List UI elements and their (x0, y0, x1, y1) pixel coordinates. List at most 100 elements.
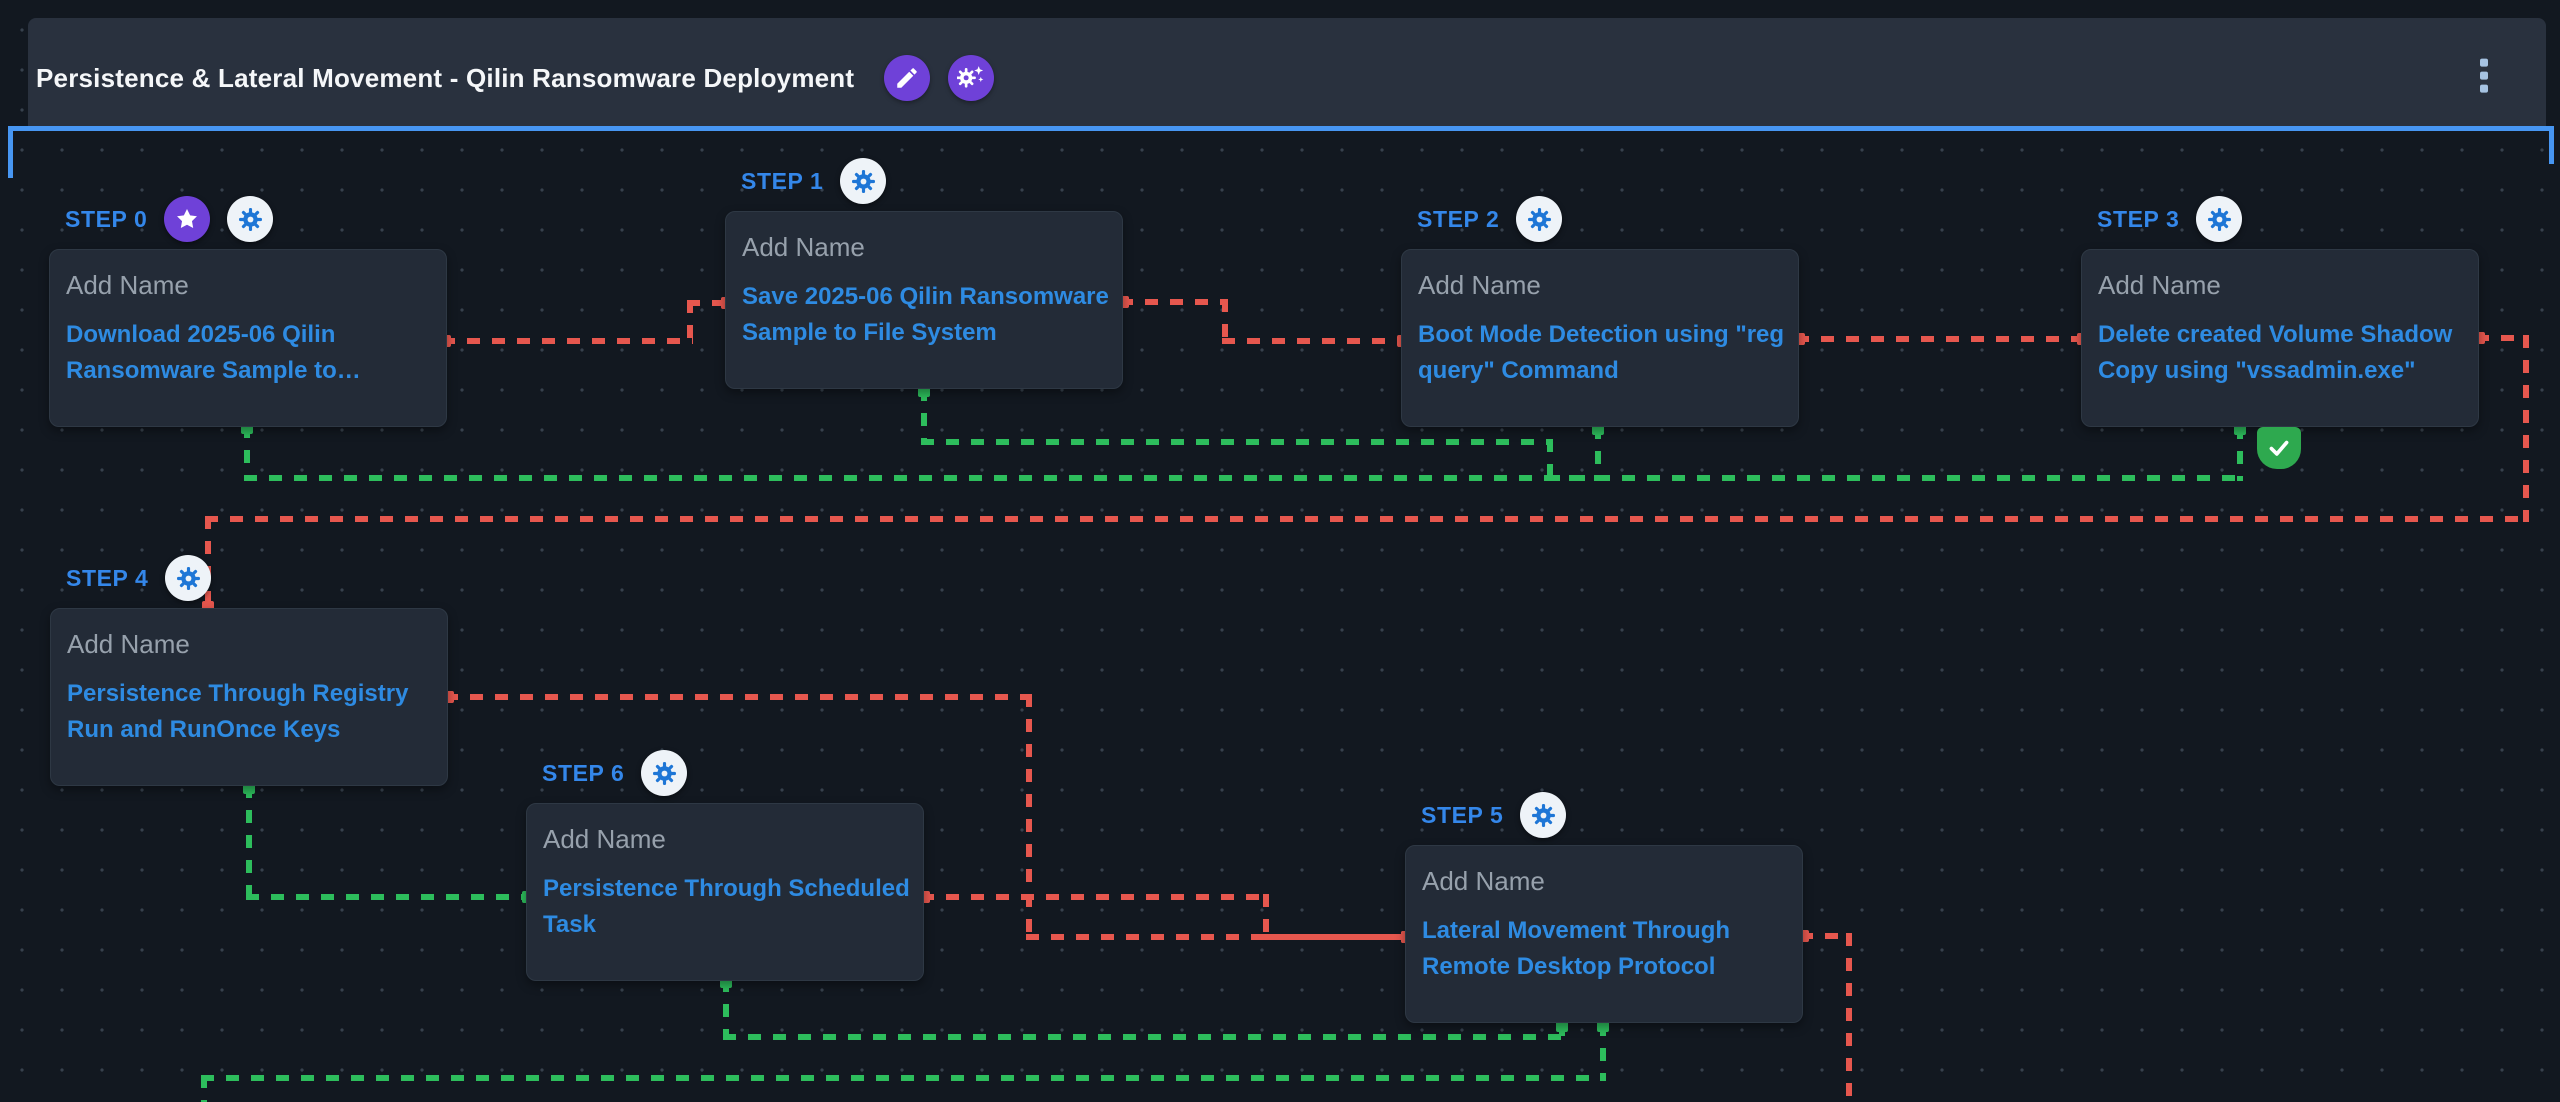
connector-segment-failure (442, 338, 693, 344)
step-label: STEP 5 (1421, 801, 1504, 828)
step-settings-button[interactable] (1516, 196, 1563, 242)
step-command-link[interactable]: Lateral Movement Through Remote Desktop … (1422, 917, 1731, 980)
more-options-menu-button[interactable] (2474, 53, 2494, 99)
step-command-link[interactable]: Persistence Through Registry Run and Run… (67, 680, 409, 743)
step-card[interactable]: Add Name Persistence Through Scheduled T… (526, 803, 924, 981)
check-icon (2266, 427, 2292, 461)
step-header: STEP 4 (66, 555, 212, 601)
step-card[interactable]: Add Name Lateral Movement Through Remote… (1405, 845, 1803, 1023)
step-card[interactable]: Add Name Save 2025-06 Qilin Ransomware S… (725, 211, 1123, 389)
pencil-icon (894, 65, 920, 91)
gear-icon (2206, 206, 2233, 233)
connector-port (1556, 1020, 1568, 1032)
step-command-link[interactable]: Boot Mode Detection using "reg query" Co… (1418, 321, 1785, 384)
connector-segment-failure (205, 516, 211, 610)
workflow-title: Persistence & Lateral Movement - Qilin R… (36, 62, 855, 93)
step-settings-button[interactable] (641, 750, 688, 796)
connector-segment-failure (687, 300, 693, 344)
workflow-header: Persistence & Lateral Movement - Qilin R… (28, 18, 2546, 126)
workflow-ai-settings-button[interactable] (948, 55, 995, 101)
step-label: STEP 3 (2097, 205, 2180, 232)
connector-segment-failure (1800, 933, 1852, 939)
step-name-placeholder[interactable]: Add Name (66, 270, 189, 300)
connector-segment-success (246, 894, 531, 900)
connector-segment-failure (1026, 694, 1032, 940)
step-node-3[interactable]: STEP 3 Add Name Delete created Volume Sh… (2081, 196, 2479, 469)
step-node-0[interactable]: STEP 0 Add Name Download 2025-06 Qilin R… (49, 196, 447, 427)
step-header: STEP 0 (65, 196, 274, 242)
selection-outline-left (8, 126, 13, 178)
completed-check-badge (2257, 427, 2301, 469)
step-name-placeholder[interactable]: Add Name (1418, 270, 1541, 300)
step-header: STEP 6 (542, 750, 688, 796)
star-icon (174, 206, 200, 232)
step-node-2[interactable]: STEP 2 Add Name Boot Mode Detection usin… (1401, 196, 1799, 427)
step-label: STEP 1 (741, 167, 824, 194)
step-settings-button[interactable] (227, 196, 274, 242)
connector-segment-success (921, 388, 927, 445)
connector-segment-failure (1222, 338, 1406, 344)
step-label: STEP 2 (1417, 205, 1500, 232)
connector-segment-success (723, 979, 729, 1040)
step-node-6[interactable]: STEP 6 Add Name Persistence Through Sche… (526, 750, 924, 981)
connector-segment-success (921, 439, 1553, 445)
step-label: STEP 4 (66, 564, 149, 591)
step-header: STEP 1 (741, 158, 887, 204)
step-command-link[interactable]: Delete created Volume Shadow Copy using … (2098, 321, 2453, 384)
connector-segment-success (723, 1034, 1565, 1040)
gear-icon (651, 760, 678, 787)
connector-segment-failure (2523, 335, 2529, 522)
connector-segment-failure (921, 894, 1269, 900)
gear-sparkle-icon (957, 64, 985, 92)
connector-segment-failure (205, 516, 2529, 522)
gear-icon (175, 565, 202, 592)
connector-segment-success (1600, 1023, 1606, 1081)
step-name-placeholder[interactable]: Add Name (543, 824, 666, 854)
gear-icon (1530, 802, 1557, 829)
star-badge-button[interactable] (164, 196, 211, 242)
connector-segment-success (201, 1075, 1606, 1081)
connector-segment-failure (1796, 336, 2086, 342)
step-command-link[interactable]: Download 2025-06 Qilin Ransomware Sample… (66, 321, 361, 384)
gear-icon (1526, 206, 1553, 233)
connector-segment-success (246, 785, 252, 900)
connector-segment-failure (1846, 933, 1852, 1102)
edit-workflow-button[interactable] (884, 55, 931, 101)
step-card[interactable]: Add Name Boot Mode Detection using "reg … (1401, 249, 1799, 427)
step-header: STEP 5 (1421, 792, 1567, 838)
step-node-5[interactable]: STEP 5 Add Name Lateral Movement Through… (1405, 792, 1803, 1023)
step-command-link[interactable]: Save 2025-06 Qilin Ransomware Sample to … (742, 283, 1109, 346)
step-settings-button[interactable] (1520, 792, 1567, 838)
step-node-1[interactable]: STEP 1 Add Name Save 2025-06 Qilin Ranso… (725, 158, 1123, 389)
step-name-placeholder[interactable]: Add Name (67, 629, 190, 659)
step-card[interactable]: Add Name Delete created Volume Shadow Co… (2081, 249, 2479, 469)
connector-segment-failure (1263, 934, 1410, 940)
connector-segment-success (1547, 439, 1553, 481)
step-card[interactable]: Add Name Persistence Through Registry Ru… (50, 608, 448, 786)
kebab-vertical-icon (2480, 58, 2488, 67)
connector-segment-failure (2476, 335, 2529, 341)
step-card[interactable]: Add Name Download 2025-06 Qilin Ransomwa… (49, 249, 447, 427)
step-settings-button[interactable] (2196, 196, 2243, 242)
connector-segment-failure (445, 694, 1032, 700)
gear-icon (237, 206, 264, 233)
step-node-4[interactable]: STEP 4 Add Name Persistence Through Regi… (50, 555, 448, 786)
step-name-placeholder[interactable]: Add Name (1422, 866, 1545, 896)
connector-segment-failure (1120, 299, 1228, 305)
connector-segment-success (244, 425, 250, 481)
step-settings-button[interactable] (165, 555, 212, 601)
connector-segment-failure (687, 300, 730, 306)
step-command-link[interactable]: Persistence Through Scheduled Task (543, 875, 910, 938)
connector-segment-failure (1263, 894, 1269, 940)
connector-segment-failure (1026, 934, 1410, 940)
selection-outline-right (2549, 126, 2554, 164)
connector-segment-success (1547, 475, 2243, 481)
connector-segment-success (244, 475, 1601, 481)
step-label: STEP 0 (65, 205, 148, 232)
step-name-placeholder[interactable]: Add Name (2098, 270, 2221, 300)
step-name-placeholder[interactable]: Add Name (742, 232, 865, 262)
step-settings-button[interactable] (840, 158, 887, 204)
connector-segment-failure (1222, 299, 1228, 344)
